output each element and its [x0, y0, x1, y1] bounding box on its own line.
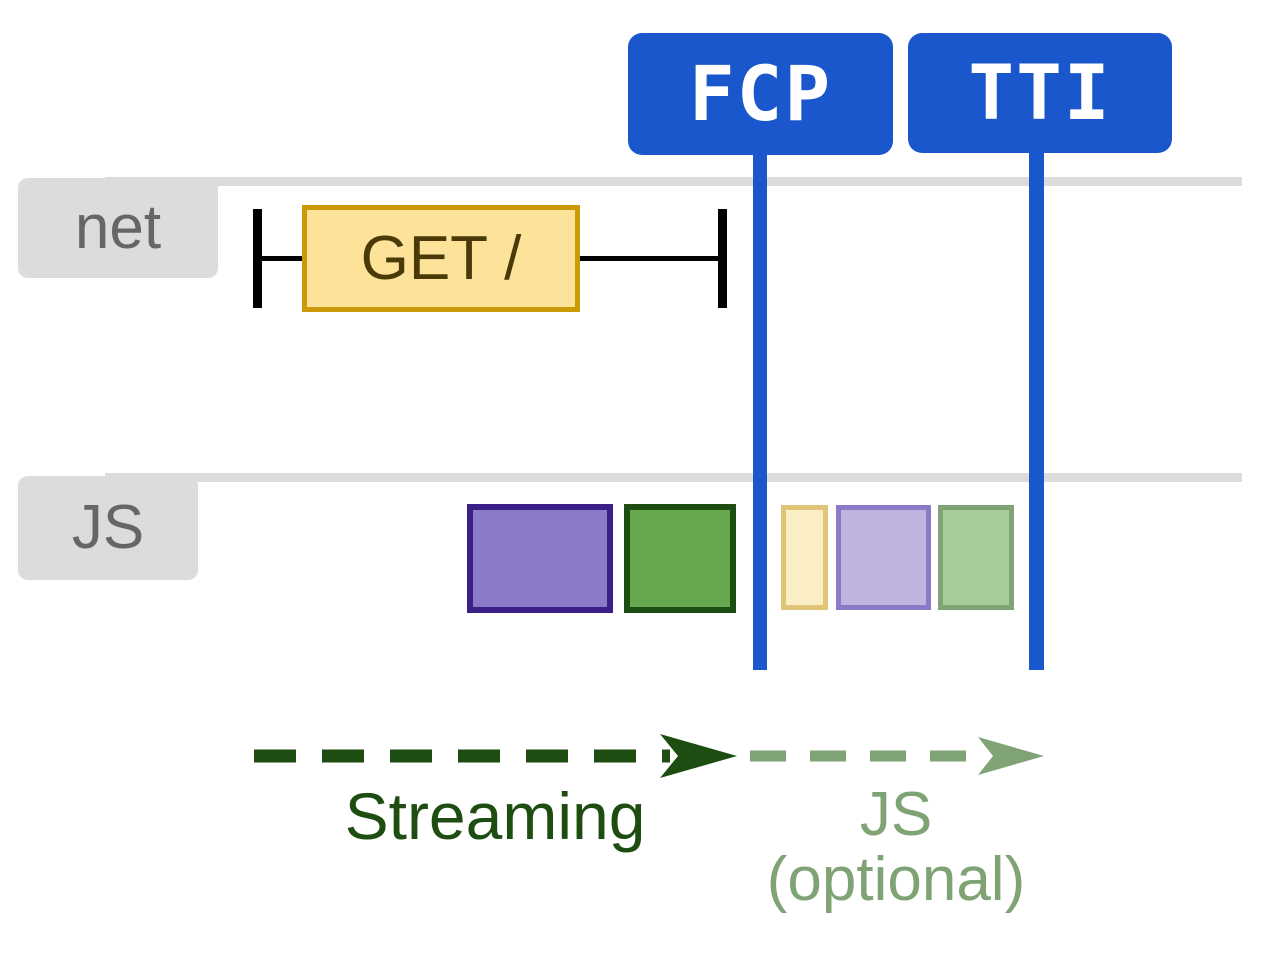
- milestone-badge-tti: TTI: [908, 33, 1172, 153]
- request-whisker-end-cap: [718, 209, 727, 308]
- js-optional-caption-line2: (optional): [766, 845, 1026, 915]
- js-optional-phase-arrow-icon: [750, 737, 1044, 775]
- streaming-phase-arrow-icon: [254, 734, 737, 778]
- lane-track-net: [105, 177, 1242, 186]
- milestone-line-fcp: [753, 140, 767, 670]
- js-task-block-3: [781, 505, 828, 610]
- lane-label-net: net: [18, 178, 218, 278]
- lane-track-js: [105, 473, 1242, 482]
- js-optional-caption-line1: JS: [859, 780, 933, 849]
- request-whisker-start-cap: [253, 209, 262, 308]
- lane-label-js: JS: [18, 476, 198, 580]
- js-optional-phase-caption: JS (optional): [746, 782, 1046, 912]
- js-task-block-5: [938, 505, 1014, 610]
- milestone-badge-fcp: FCP: [628, 33, 893, 155]
- request-whisker-end-line: [576, 256, 722, 261]
- js-task-block-1: [467, 504, 613, 613]
- js-task-block-4: [836, 505, 931, 610]
- request-whisker-start-line: [258, 256, 306, 261]
- request-bar-get-root: GET /: [302, 205, 580, 312]
- streaming-phase-caption: Streaming: [344, 779, 646, 853]
- js-task-block-2: [624, 504, 736, 613]
- milestone-line-tti: [1029, 140, 1044, 670]
